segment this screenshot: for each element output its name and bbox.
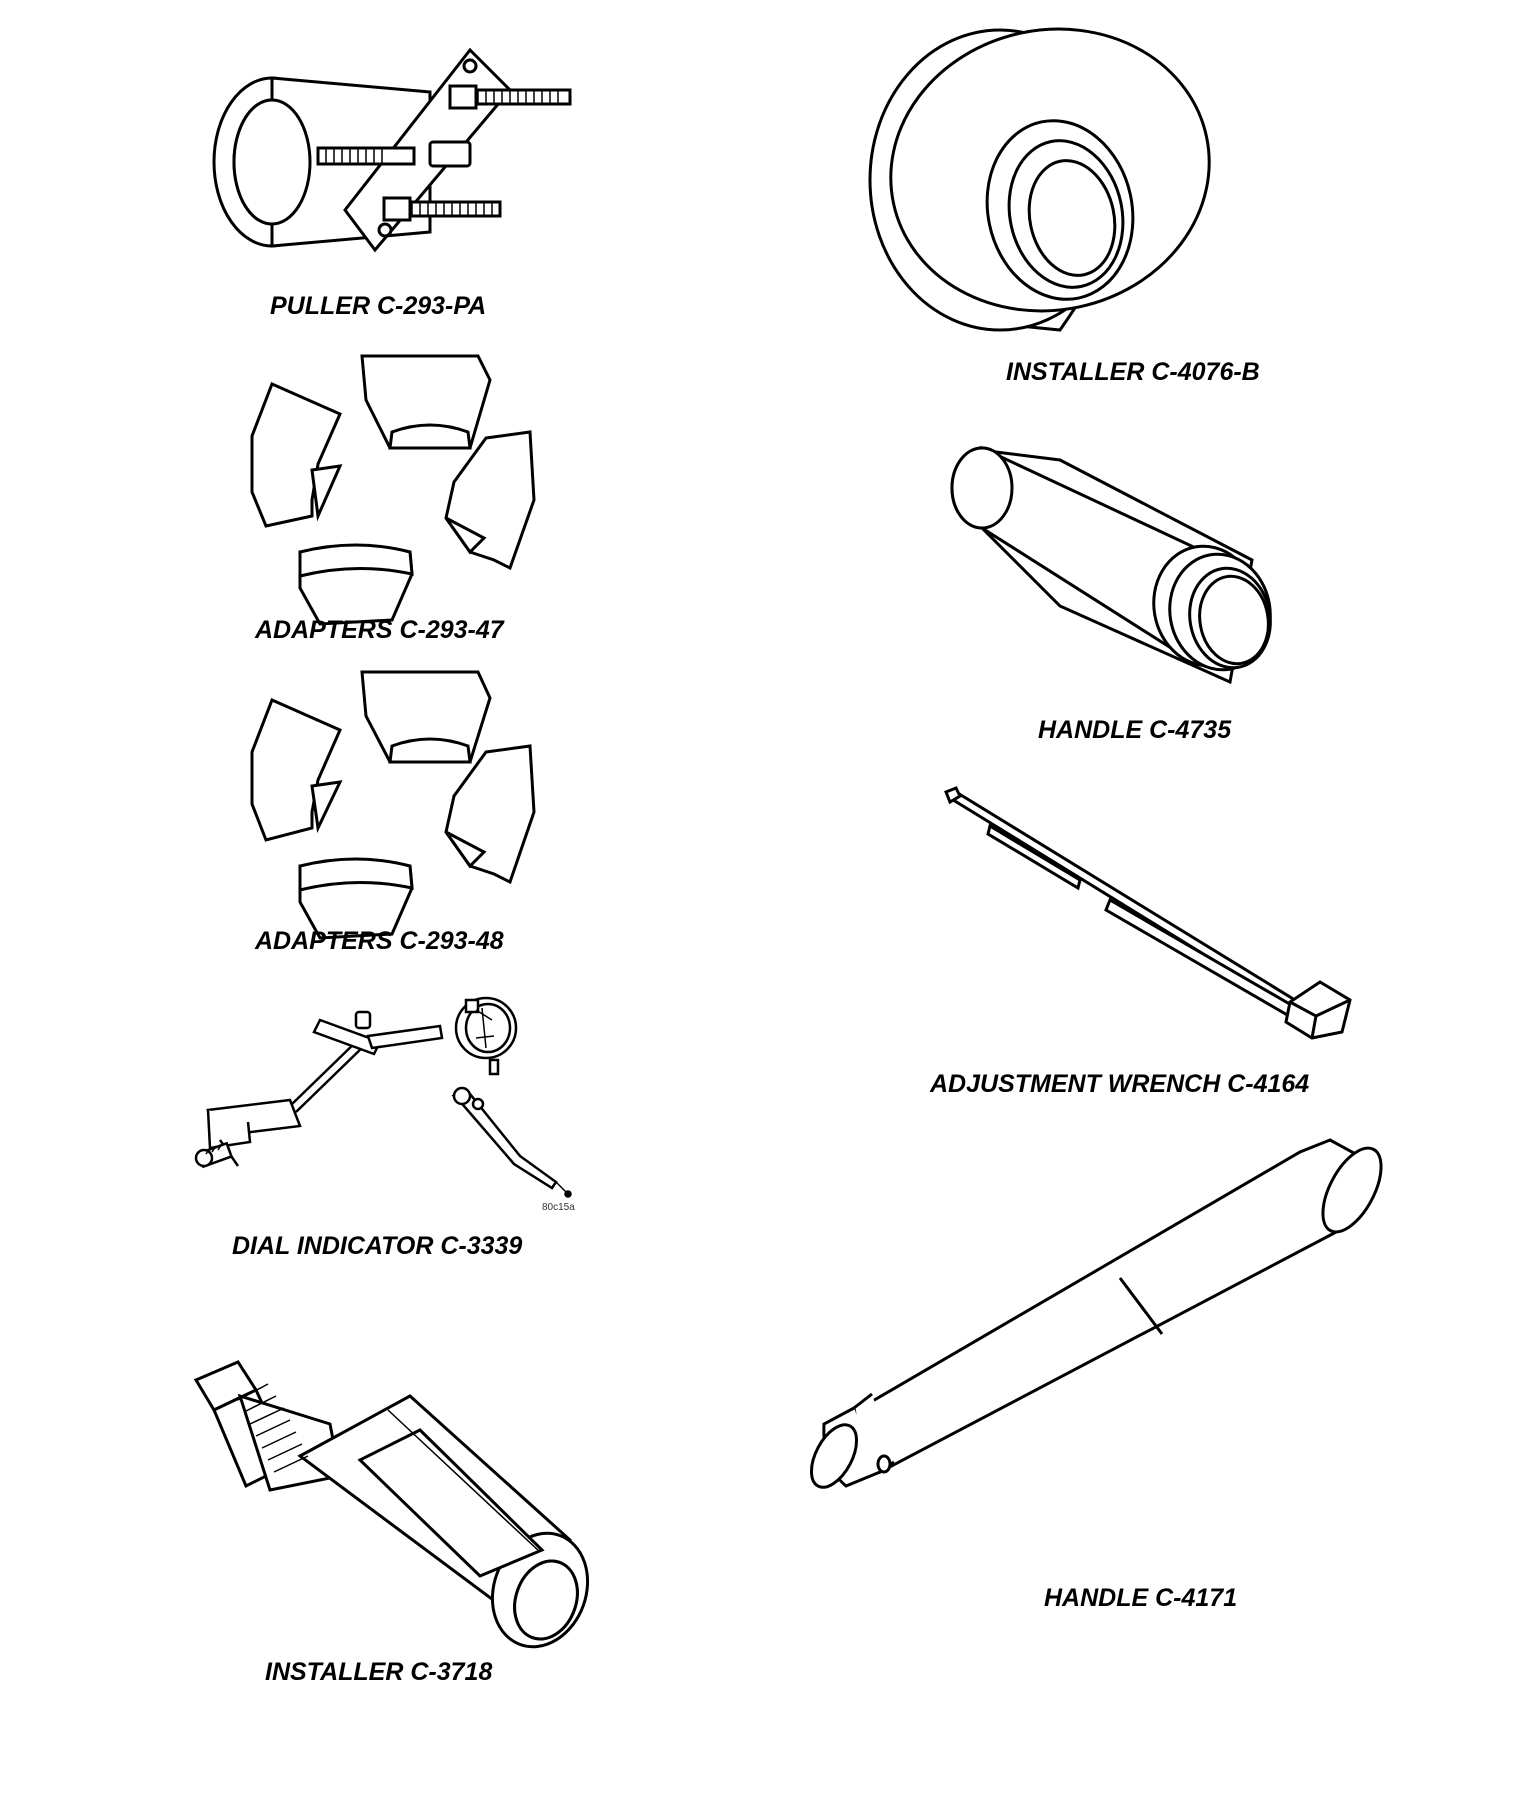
handle-4171-label: HANDLE C-4171 xyxy=(1044,1584,1238,1612)
puller-illustration xyxy=(0,0,700,300)
handle-4735-tool: HANDLE C-4735 xyxy=(760,430,1500,750)
dial-indicator-figure-tag: 80c15a xyxy=(542,1202,575,1213)
installer-3718-label: INSTALLER C-3718 xyxy=(265,1658,493,1686)
installer-4076b-illustration xyxy=(760,0,1500,400)
dial-indicator-label: DIAL INDICATOR C-3339 xyxy=(232,1232,523,1260)
installer-4076b-tool: INSTALLER C-4076-B xyxy=(760,0,1500,400)
handle-4735-label: HANDLE C-4735 xyxy=(1038,716,1232,744)
adapters-48-illustration xyxy=(0,652,700,972)
adapters-47-illustration xyxy=(0,340,700,660)
adapters-48-label: ADAPTERS C-293-48 xyxy=(255,927,504,955)
handle-4735-illustration xyxy=(760,430,1500,750)
adjustment-wrench-tool: ADJUSTMENT WRENCH C-4164 xyxy=(760,776,1500,1106)
installer-4076b-label: INSTALLER C-4076-B xyxy=(1006,358,1260,386)
adapters-48-tool: ADAPTERS C-293-48 xyxy=(0,652,700,972)
puller-label: PULLER C-293-PA xyxy=(270,292,487,320)
handle-4171-illustration xyxy=(760,1120,1500,1640)
installer-3718-illustration xyxy=(0,1340,700,1700)
adapters-47-tool: ADAPTERS C-293-47 xyxy=(0,340,700,660)
adjustment-wrench-illustration xyxy=(760,776,1500,1106)
adapters-47-label: ADAPTERS C-293-47 xyxy=(255,616,504,644)
installer-3718-tool: INSTALLER C-3718 xyxy=(0,1340,700,1700)
handle-4171-tool: HANDLE C-4171 xyxy=(760,1120,1500,1640)
adjustment-wrench-label: ADJUSTMENT WRENCH C-4164 xyxy=(930,1070,1310,1098)
dial-indicator-illustration xyxy=(0,976,700,1276)
dial-indicator-tool: 80c15a DIAL INDICATOR C-3339 xyxy=(0,976,700,1276)
puller-tool: PULLER C-293-PA xyxy=(0,0,700,320)
